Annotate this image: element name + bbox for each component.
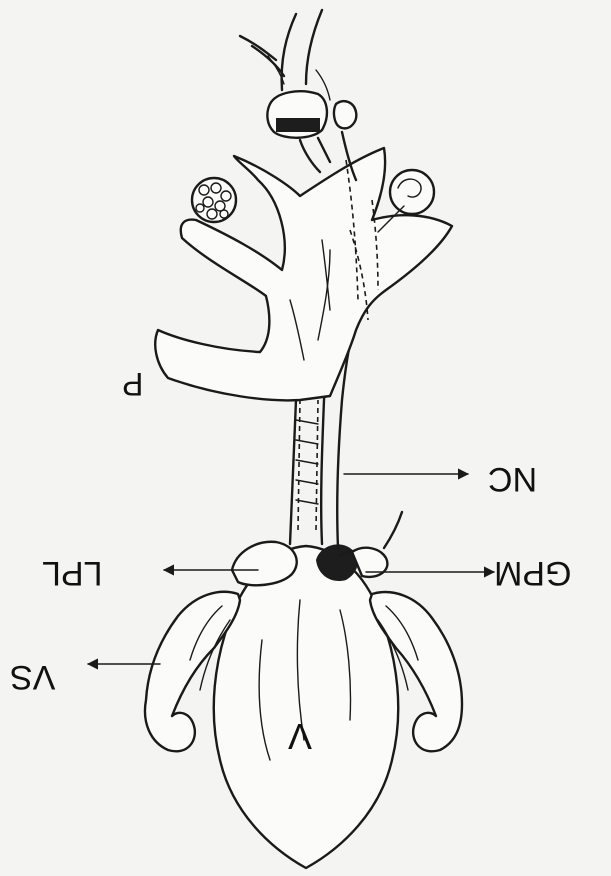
label-vs: VS (10, 660, 55, 694)
label-nc: NC (488, 462, 537, 496)
label-gpm: GPM (494, 556, 571, 590)
label-lpl: LPL (42, 556, 103, 590)
left-prostate-lobe (232, 542, 297, 585)
label-v: V (288, 718, 312, 754)
granular-gland (192, 178, 236, 222)
vesicle-outline (214, 546, 398, 868)
label-p: P (122, 368, 143, 400)
